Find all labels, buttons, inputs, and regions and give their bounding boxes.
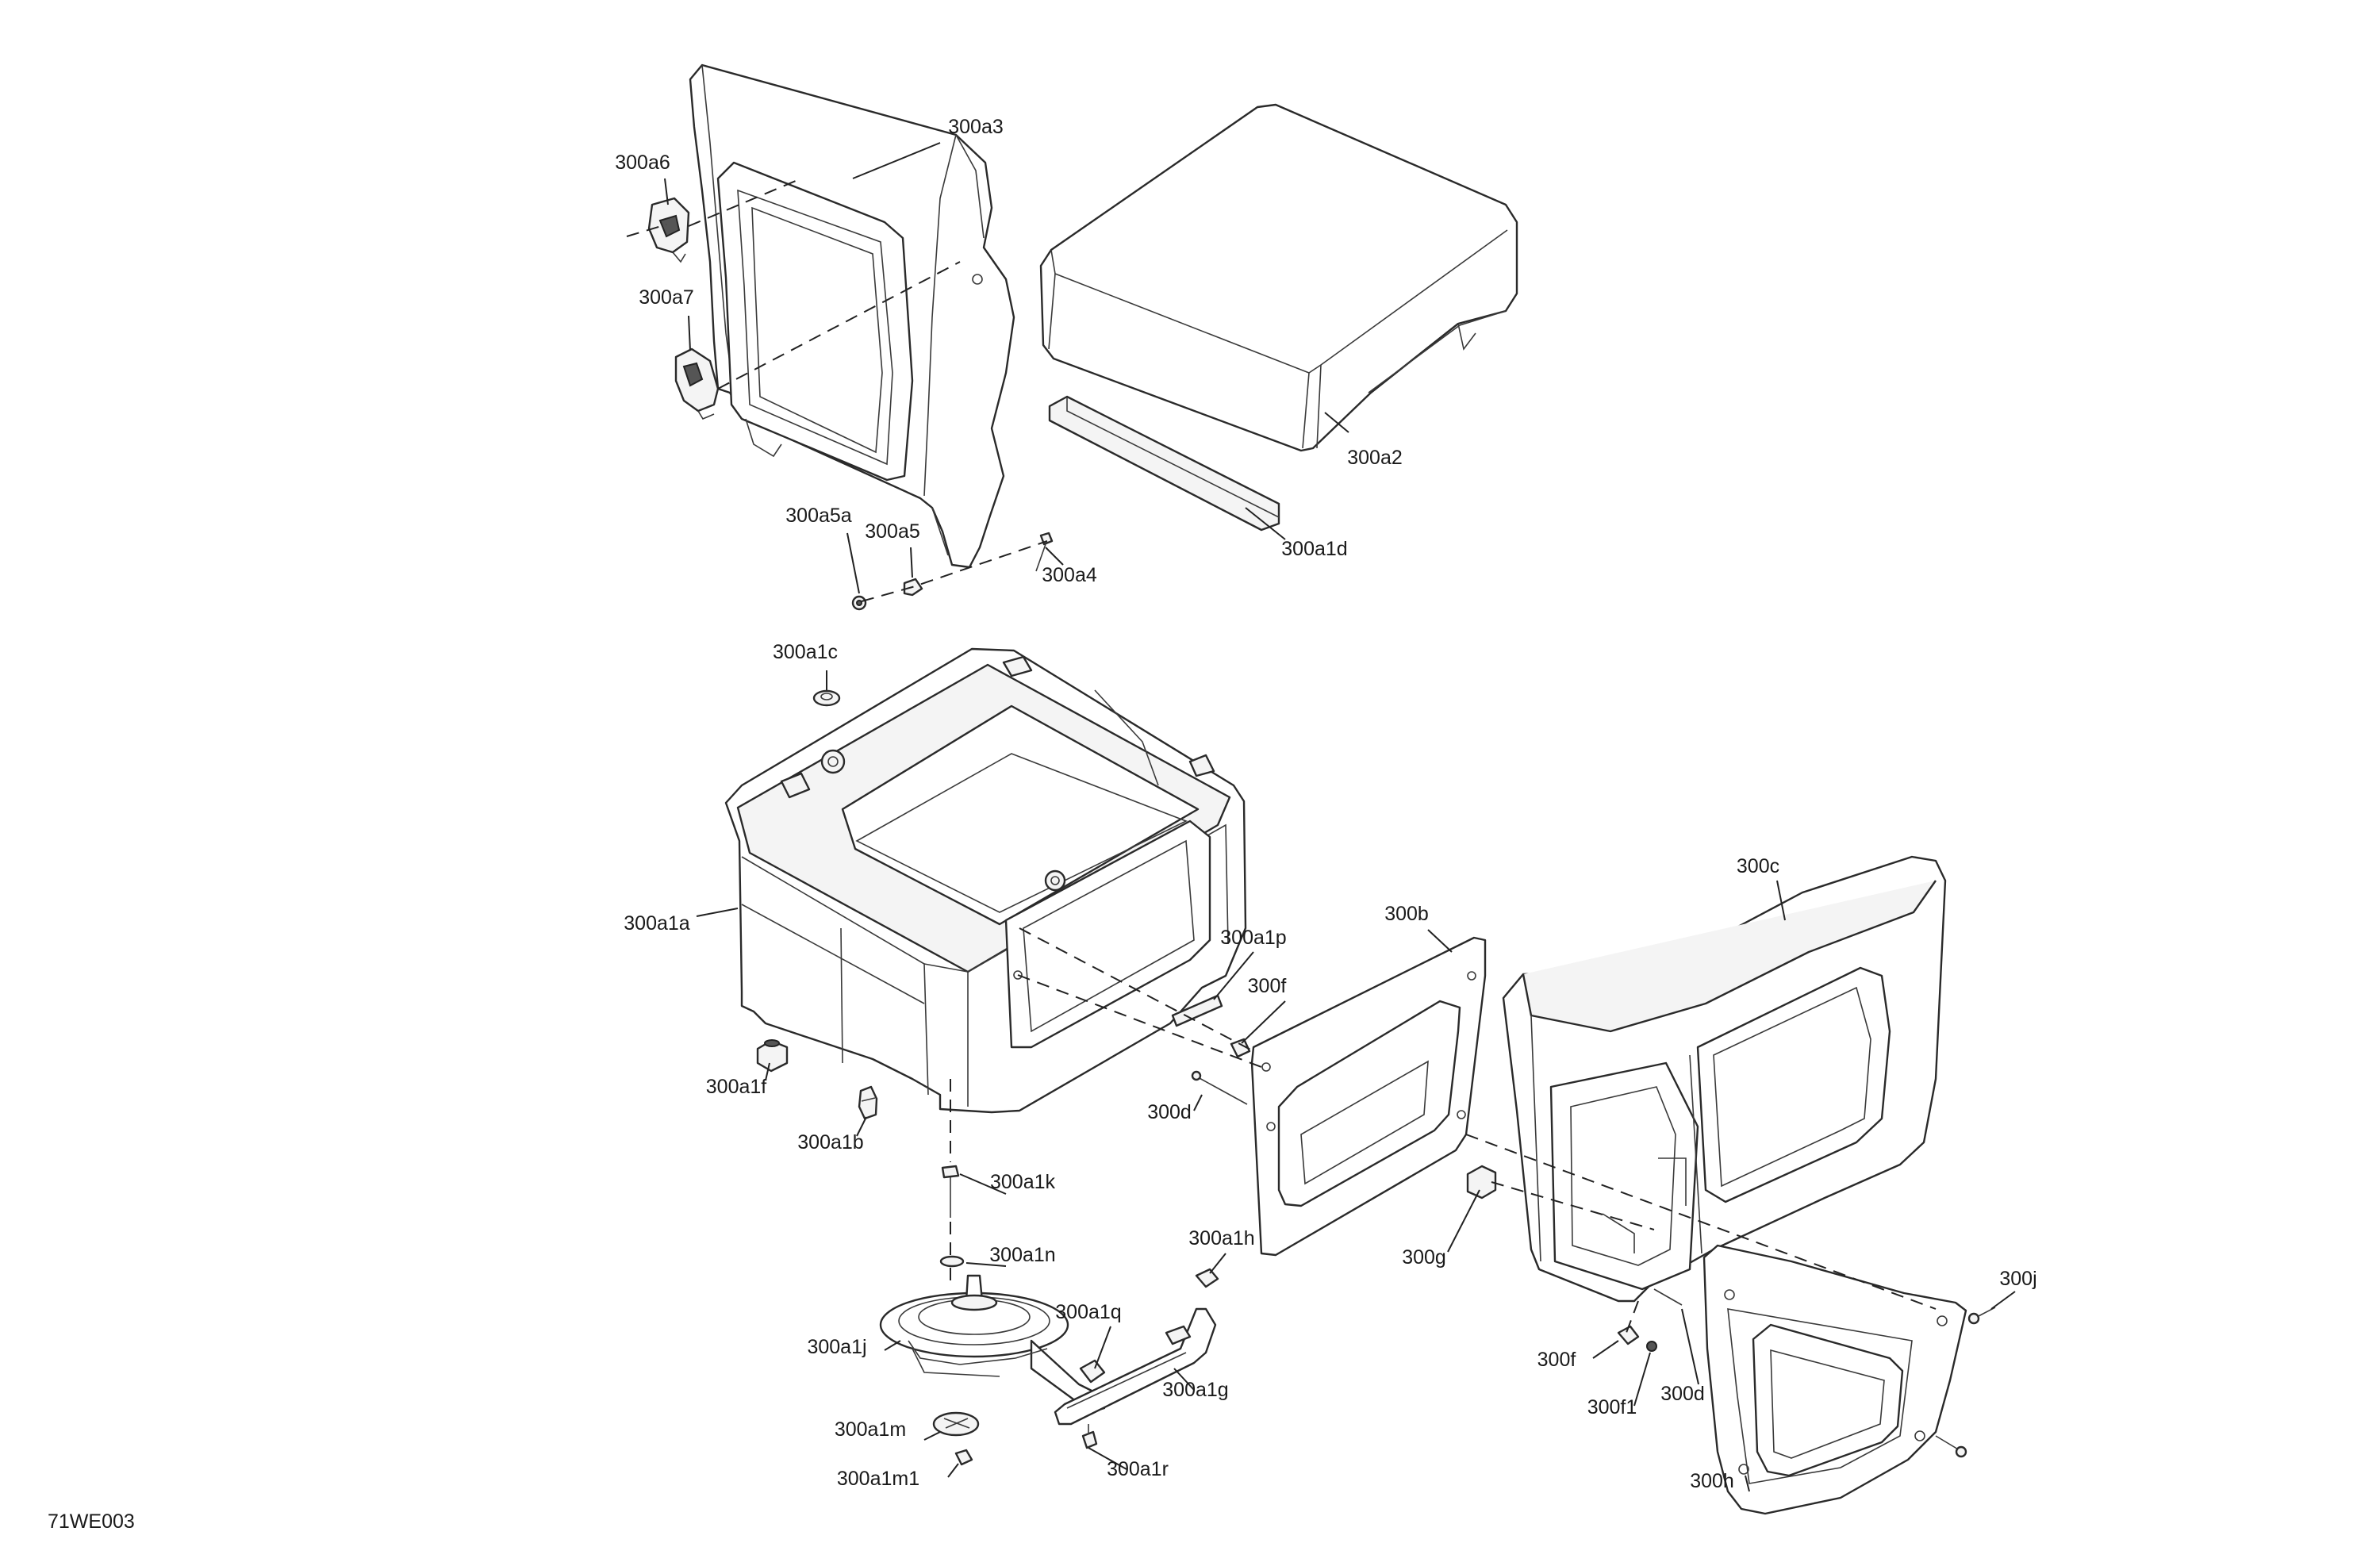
base-small-parts bbox=[756, 689, 1251, 1120]
swivel-base-part bbox=[879, 1165, 1106, 1466]
right-shell-part bbox=[1502, 855, 1947, 1303]
rear-cover-part bbox=[1702, 1244, 1967, 1515]
slide-lever-part bbox=[1054, 1268, 1219, 1449]
callout-300f: 300f bbox=[1537, 1349, 1576, 1371]
callout-300a1m1: 300a1m1 bbox=[837, 1468, 919, 1490]
callout-300a1c: 300a1c bbox=[773, 641, 838, 663]
callout-300a1p: 300a1p bbox=[1220, 927, 1286, 949]
backrest-knob-lower bbox=[674, 347, 720, 420]
clip-part-300g bbox=[1466, 1165, 1497, 1199]
callout-300a1d: 300a1d bbox=[1281, 538, 1347, 560]
figure-reference: 71WE003 bbox=[48, 1510, 135, 1533]
callout-300f1: 300f1 bbox=[1587, 1396, 1637, 1418]
callout-300f: 300f bbox=[1248, 975, 1287, 997]
callout-300a1g: 300a1g bbox=[1162, 1379, 1228, 1401]
callout-300a3: 300a3 bbox=[948, 116, 1004, 138]
backrest-part bbox=[689, 63, 1015, 569]
cushion-rail-part bbox=[1048, 395, 1280, 532]
callout-300a1q: 300a1q bbox=[1055, 1301, 1121, 1323]
seat-cushion-part bbox=[1039, 103, 1518, 452]
callout-300a1h: 300a1h bbox=[1188, 1227, 1254, 1249]
callout-300a1n: 300a1n bbox=[989, 1244, 1055, 1266]
callout-300a1j: 300a1j bbox=[807, 1336, 866, 1358]
callout-300a1b: 300a1b bbox=[797, 1131, 863, 1153]
callout-300a6: 300a6 bbox=[615, 152, 670, 174]
callout-300j: 300j bbox=[1999, 1268, 2036, 1290]
callout-300d: 300d bbox=[1660, 1383, 1705, 1405]
callout-300g: 300g bbox=[1402, 1246, 1446, 1269]
callout-300b: 300b bbox=[1384, 903, 1429, 925]
rear-cover-fasteners bbox=[1617, 1288, 1996, 1458]
callout-300a5: 300a5 bbox=[865, 520, 920, 543]
callout-300a1m: 300a1m bbox=[835, 1418, 906, 1441]
assembly-lines bbox=[626, 178, 1937, 1334]
callout-300c: 300c bbox=[1737, 855, 1779, 877]
callout-300a1f: 300a1f bbox=[706, 1076, 767, 1098]
callout-300h: 300h bbox=[1690, 1470, 1734, 1492]
seat-base-frame-part bbox=[724, 647, 1247, 1114]
callout-300a4: 300a4 bbox=[1042, 564, 1097, 586]
leader-lines bbox=[664, 142, 2016, 1492]
callout-300d: 300d bbox=[1147, 1101, 1192, 1123]
callout-300a2: 300a2 bbox=[1347, 447, 1403, 469]
callout-300a5a: 300a5a bbox=[785, 505, 852, 527]
side-panel-part bbox=[1250, 936, 1487, 1257]
callout-300a1r: 300a1r bbox=[1107, 1458, 1169, 1480]
callout-300a1a: 300a1a bbox=[624, 912, 690, 935]
callout-300a7: 300a7 bbox=[639, 286, 694, 309]
callout-labels: 300a3 300a6 300a7 300a2 300a1d 300a5a 300a5 300… bbox=[615, 116, 2036, 1492]
callout-300a1k: 300a1k bbox=[990, 1171, 1056, 1193]
backrest-knob-upper bbox=[647, 197, 690, 263]
